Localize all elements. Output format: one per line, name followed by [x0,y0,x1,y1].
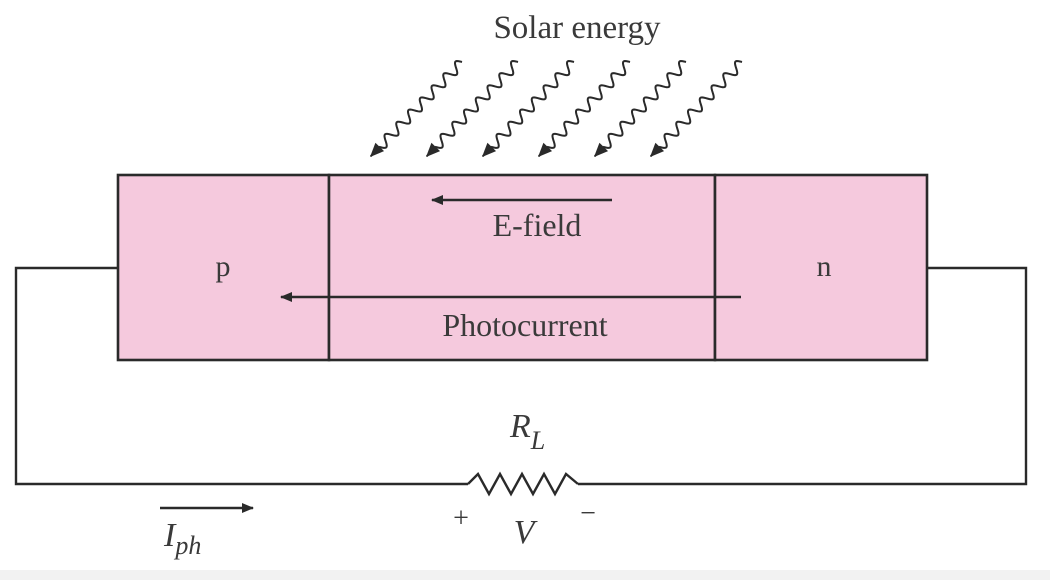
photon-ray-arrowhead [538,142,553,157]
resistor-label-main: R [509,408,531,445]
resistor-label: RL [509,408,545,455]
photon-rays [369,60,743,157]
depletion-region [327,173,717,362]
solar-energy-label: Solar energy [493,10,661,46]
p-region [116,173,331,362]
photon-ray-arrowhead [426,142,441,157]
photon-ray [481,60,575,157]
photocurrent-label: Photocurrent [442,307,607,343]
e-field-label: E-field [493,207,582,243]
pn-junction [116,173,929,362]
minus-sign: − [580,498,596,529]
photon-ray [593,60,687,157]
current-label-main: I [163,517,177,554]
photon-ray [537,60,631,157]
photon-ray-arrowhead [594,142,609,157]
voltage-label: V [514,514,539,551]
photon-ray [369,60,463,157]
resistor-label-sub: L [530,426,545,455]
load-resistor [467,471,579,497]
n-region [713,173,929,362]
photon-ray [425,60,519,157]
plus-sign: + [453,503,469,534]
photon-ray-arrowhead [650,142,665,157]
left-wire [14,266,468,486]
current-label: Iph [163,517,201,560]
n-region-label: n [817,250,832,283]
bottom-band [0,570,1050,580]
current-label-sub: ph [173,531,201,560]
right-wire [578,266,1028,486]
p-region-label: p [216,250,231,283]
photon-ray-arrowhead [482,142,497,157]
photon-ray [649,60,743,157]
photon-ray-arrowhead [370,142,385,157]
